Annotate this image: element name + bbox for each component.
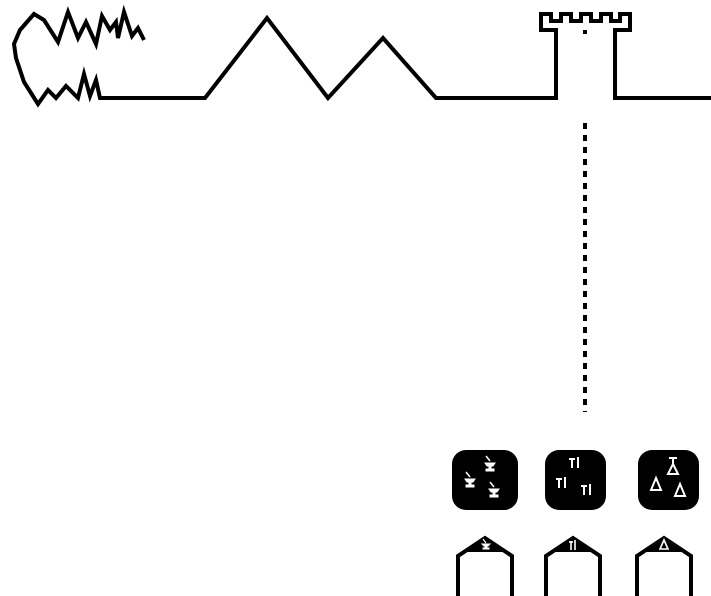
lab-building[interactable] <box>635 535 693 596</box>
skyline <box>11 4 711 108</box>
smithy-building[interactable] <box>456 535 514 596</box>
anvil-icon <box>480 538 492 550</box>
workshop-building[interactable] <box>544 535 602 596</box>
tools-icon <box>556 457 591 495</box>
flasks-icon <box>649 457 687 497</box>
ground-line <box>110 12 711 102</box>
anvils-icon <box>464 455 500 498</box>
tools-resource-button[interactable] <box>545 450 606 510</box>
ruins-outline <box>11 4 146 108</box>
flask-icon <box>658 538 670 550</box>
anvil-resource-button[interactable] <box>452 450 518 510</box>
flasks-resource-button[interactable] <box>638 450 699 510</box>
resource-buttons <box>452 450 699 510</box>
tool-icon <box>569 540 576 550</box>
buildings <box>456 535 693 596</box>
